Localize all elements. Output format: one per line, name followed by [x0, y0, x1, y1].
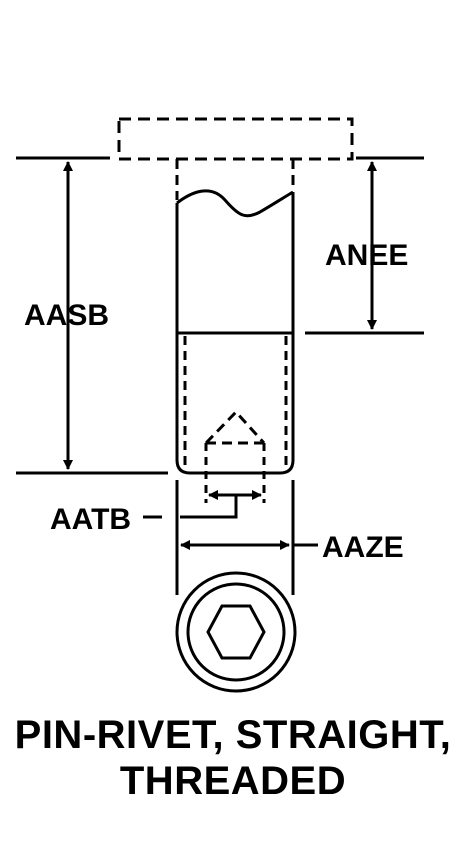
hex-socket-hidden-point — [204, 409, 266, 445]
hex-socket-icon — [206, 604, 266, 660]
anee-label: ANEE — [325, 239, 408, 272]
dashed-head-outline — [117, 117, 354, 161]
shank-bottom-edge — [175, 459, 295, 475]
aatb-leader — [180, 495, 238, 519]
end-view-inner-circle — [186, 582, 286, 682]
shank-break-line — [176, 189, 294, 218]
aatb-label: AATB — [50, 503, 131, 536]
caption-line-1: PIN-RIVET, STRAIGHT, — [14, 713, 452, 757]
aasb-label: AASB — [24, 299, 109, 332]
caption-line-2: THREADED — [119, 759, 347, 803]
end-view-outer-circle — [175, 571, 297, 693]
aaze-label: AAZE — [322, 531, 404, 564]
